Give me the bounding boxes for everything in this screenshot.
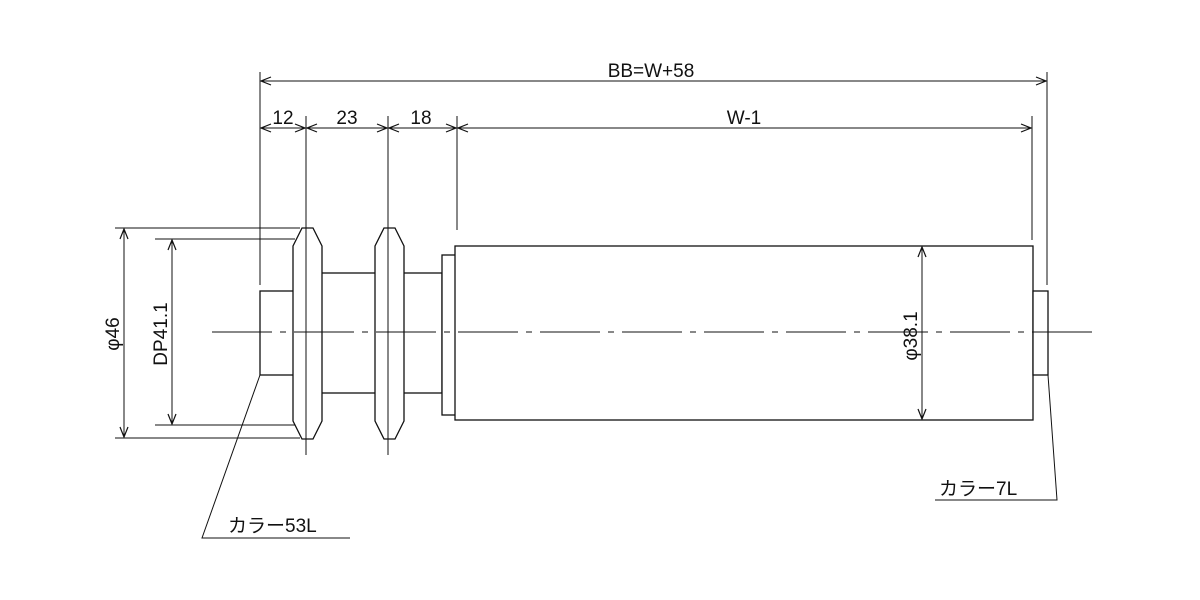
dim-overall-length: BB=W+58: [608, 61, 695, 82]
dim-segment-3: 18: [410, 108, 431, 129]
sprocket-2: [374, 227, 405, 440]
hub-neck: [401, 272, 443, 394]
dim-roller-diameter: φ38.1: [901, 311, 922, 360]
right-collar-shaft: [1032, 290, 1049, 376]
left-collar-shaft: [259, 290, 296, 376]
left-collar-label: カラー53L: [228, 516, 317, 537]
dim-roller-length: W-1: [727, 108, 761, 129]
hub-between-sprockets: [319, 272, 379, 394]
sprocket-1: [292, 227, 323, 440]
dim-segment-2: 23: [336, 108, 357, 129]
right-collar-label: カラー7L: [939, 479, 1017, 500]
right-collar-leader: [935, 374, 1058, 501]
dim-segment-1: 12: [272, 108, 293, 129]
dim-pitch-diameter: DP41.1: [151, 302, 172, 365]
dim-outer-diameter: φ46: [103, 317, 124, 350]
roller-body: [454, 245, 1034, 421]
roller-assembly: [259, 227, 1049, 440]
extension-lines: [115, 72, 1048, 455]
leader-lines: [201, 374, 1058, 539]
left-collar-leader: [201, 374, 350, 539]
dimension-lines: [119, 76, 1048, 439]
